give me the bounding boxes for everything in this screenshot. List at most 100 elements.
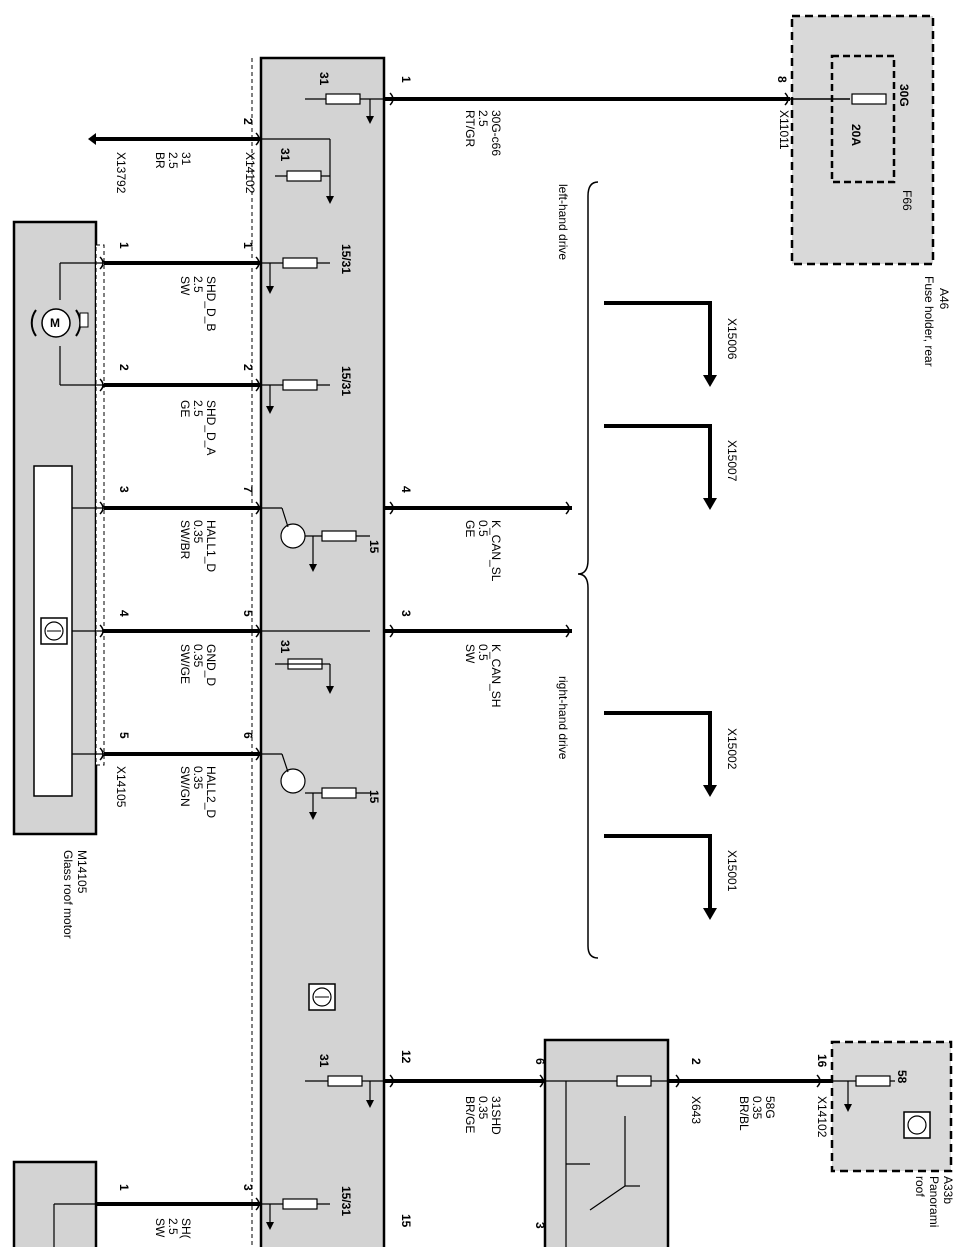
pin-fuse-out: 8 <box>775 76 789 83</box>
t1531-a: 15/31 <box>339 244 353 274</box>
shd-b-size: 2.5 <box>191 276 205 293</box>
x14102-bottom: X14102 <box>815 1096 829 1138</box>
shd-a-name: SHD_D_A <box>204 400 218 455</box>
x15002-label: X15002 <box>725 728 739 770</box>
pin-bottom-ctrl-15: 15 <box>399 1214 413 1228</box>
x14102-top: X14102 <box>243 152 257 194</box>
a46-code: A46 <box>937 288 951 310</box>
a33b-line2: roof <box>913 1176 927 1197</box>
pin-ctrl-5: 5 <box>241 610 255 617</box>
ground-icons <box>266 116 852 1230</box>
arrow-down-icons <box>703 375 717 920</box>
shd-a-color: GE <box>178 400 192 417</box>
pin-motor-2: 2 <box>117 364 131 371</box>
motor-connector-strip <box>95 244 105 766</box>
pin-ctrl-1: 1 <box>241 242 255 249</box>
pin-ctrl-7: 7 <box>241 486 255 493</box>
switch-module-box <box>543 1038 670 1247</box>
sh-partial-name: SH( <box>179 1218 193 1239</box>
pin-ground-ctrl: 2 <box>241 118 255 125</box>
fuse-f66-box <box>830 54 896 184</box>
s58g-size: 0.35 <box>750 1096 764 1120</box>
m14105-name: Glass roof motor <box>61 850 75 939</box>
pin-roof-16: 16 <box>815 1054 829 1068</box>
panorama-roof-box <box>830 1040 953 1173</box>
s58g-name: 58G <box>763 1096 777 1119</box>
control-internals <box>53 93 895 1247</box>
w31-name: 31 <box>179 152 193 166</box>
w30g-name: 30G-c66 <box>489 110 503 156</box>
t15-a: 15 <box>367 540 381 554</box>
roof-controller-icon <box>903 1111 931 1139</box>
controller-icon <box>308 983 336 1011</box>
t31-second: 31 <box>278 148 292 162</box>
pin-bottom-motor-1: 1 <box>117 1184 131 1191</box>
a33b-code: A33b <box>941 1176 955 1204</box>
rhd-note: right-hand drive <box>556 676 570 760</box>
pin-ctrl-12: 12 <box>399 1050 413 1064</box>
hall1-name: HALL1_D <box>204 520 218 572</box>
svg-text:M: M <box>50 316 60 330</box>
shd-a-size: 2.5 <box>191 400 205 417</box>
drive-brace <box>577 181 599 959</box>
shd-b-color: SW <box>178 276 192 296</box>
pin-bottom-sw-3: 3 <box>533 1222 547 1229</box>
pin-motor-1: 1 <box>117 242 131 249</box>
can-h-color: SW <box>463 644 477 664</box>
shd-b-name: SHD_D_B <box>204 276 218 331</box>
motor-icon: M <box>30 308 89 338</box>
s31shd-color: BR/GE <box>463 1096 477 1133</box>
connector-marks <box>99 92 821 1211</box>
w30g-color: RT/GR <box>463 110 477 147</box>
s31shd-name: 31SHD <box>489 1096 503 1135</box>
lhd-note: left-hand drive <box>556 184 570 260</box>
hall1-size: 0.35 <box>191 520 205 544</box>
pin-bottom-ctrl-3: 3 <box>241 1184 255 1191</box>
can-l-name: K_CAN_SL <box>489 520 503 582</box>
hall1-color: SW/BR <box>178 520 192 560</box>
pin-can-4: 4 <box>399 486 413 493</box>
can-h-name: K_CAN_SH <box>489 644 503 707</box>
pin-ctrl-2: 2 <box>241 364 255 371</box>
pin-ctrl-6: 6 <box>241 732 255 739</box>
w31-color: BR <box>153 152 167 169</box>
a46-name: Fuse holder, rear <box>922 276 936 367</box>
pin-motor-3: 3 <box>117 486 131 493</box>
pin-sw-6: 6 <box>533 1058 547 1065</box>
hall2-color: SW/GN <box>178 766 192 807</box>
t1531-b: 15/31 <box>339 366 353 396</box>
f66-code: F66 <box>900 190 914 211</box>
gnd-name: GND_D <box>204 644 218 686</box>
gnd-size: 0.35 <box>191 644 205 668</box>
sh-partial-size: 2.5 <box>166 1218 180 1235</box>
labels: A46 Fuse holder, rear F66 20A 30G X11011… <box>61 72 955 1239</box>
w30g-size: 2.5 <box>476 110 490 127</box>
hall-sensor-icon <box>40 617 68 645</box>
s31shd-size: 0.35 <box>476 1096 490 1120</box>
pin-motor-5: 5 <box>117 732 131 739</box>
pin-can-3: 3 <box>399 610 413 617</box>
hall2-name: HALL2_D <box>204 766 218 818</box>
x13792-label: X13792 <box>114 152 128 194</box>
sh-partial-color: SW <box>153 1218 167 1238</box>
x643-label: X643 <box>689 1096 703 1124</box>
x15001-label: X15001 <box>725 850 739 892</box>
control-unit-box <box>259 56 386 1247</box>
can-h-size: 0.5 <box>476 644 490 661</box>
wires <box>93 97 832 1206</box>
hall2-size: 0.35 <box>191 766 205 790</box>
t1531-c: 15/31 <box>339 1186 353 1216</box>
x11011-label: X11011 <box>777 110 791 150</box>
ground-icon <box>88 133 96 145</box>
can-l-size: 0.5 <box>476 520 490 537</box>
drive-arrows <box>604 301 712 908</box>
pin-ctrl-top: 1 <box>399 76 413 83</box>
t15-b: 15 <box>367 790 381 804</box>
m14105-code: M14105 <box>75 850 89 894</box>
x15007-label: X15007 <box>725 440 739 482</box>
w31-size: 2.5 <box>166 152 180 169</box>
t31-top: 31 <box>317 72 331 86</box>
can-l-color: GE <box>463 520 477 537</box>
